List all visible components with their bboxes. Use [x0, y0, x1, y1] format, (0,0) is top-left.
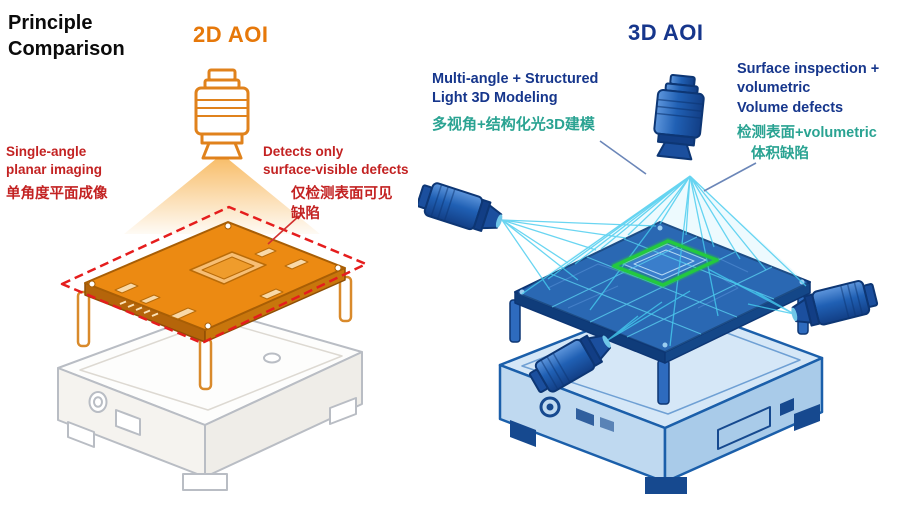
label-line: surface-visible defects [263, 162, 409, 178]
3d-top-camera-icon [653, 73, 705, 161]
heading-3d-aoi: 3D AOI [628, 20, 704, 45]
dashed-inspection-outline [60, 205, 368, 345]
label-single-angle: Single-angle planar imaging 单角度平面成像 [6, 143, 108, 204]
machine-base-2d [57, 309, 363, 491]
label-line: 多视角+结构化光3D建模 [432, 115, 595, 133]
label-detects-only: Detects only surface-visible defects 仅检测… [263, 143, 409, 225]
label-line: volumetric [737, 80, 811, 97]
pcb-standoffs-2d [76, 275, 353, 391]
light-cone-2d [124, 154, 320, 234]
heading-2d-aoi: 2D AOI [193, 22, 269, 47]
page-title: Principle Comparison [8, 10, 125, 63]
3d-left-camera-icon [418, 178, 508, 239]
label-line: planar imaging [6, 162, 103, 178]
label-line: Surface inspection + [737, 61, 880, 77]
label-multi-angle-modeling: Multi-angle + Structured Light 3D Modeli… [432, 70, 598, 135]
label-line: Single-angle [6, 144, 87, 159]
label-line: 仅检测表面可见 [291, 186, 393, 203]
green-inspection-frame [610, 237, 721, 289]
label-line: Volume defects [737, 99, 844, 116]
page-title-line2: Comparison [8, 38, 125, 61]
label-line: Detects only [263, 144, 344, 159]
page-title-line1: Principle [8, 12, 93, 34]
label-line: 检测表面+volumetric [737, 125, 877, 142]
2d-aoi-illustration [57, 68, 368, 491]
2d-camera-icon [194, 68, 250, 160]
label-line: 单角度平面成像 [6, 186, 108, 203]
pcb-standoffs-3d [509, 295, 809, 405]
label-line: Light 3D Modeling [432, 90, 558, 107]
label-surface-volumetric: Surface inspection + volumetric Volume d… [737, 60, 879, 164]
label-line: 体积缺陷 [751, 145, 809, 162]
3d-aoi-illustration [418, 73, 880, 494]
label-line: Multi-angle + Structured [432, 71, 599, 87]
label-line: 缺陷 [291, 206, 320, 223]
structured-light-rays [501, 175, 807, 347]
